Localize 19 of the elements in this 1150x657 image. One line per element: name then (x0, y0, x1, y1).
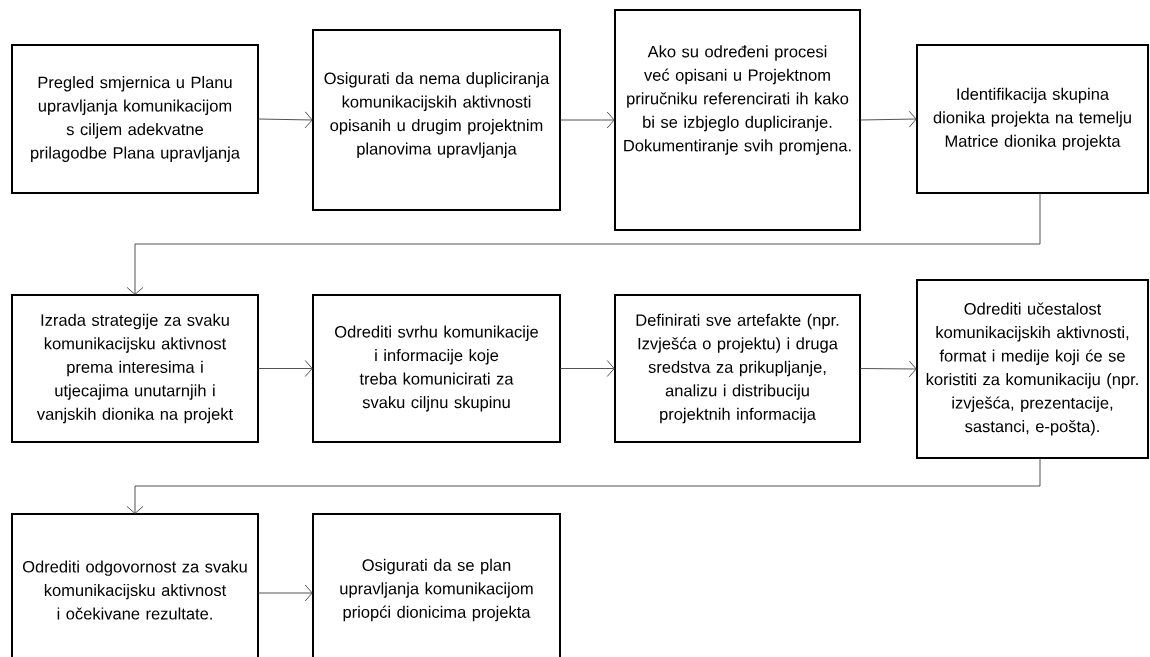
arrow (257, 360, 313, 377)
process-box: Identifikacija skupina dionika projekta na temelju Matrice dionika projekta (916, 44, 1149, 194)
process-box: Odrediti svrhu komunikacije i informacije koje treba komunicirati za svaku ciljnu skupinu (312, 294, 561, 443)
arrow (126, 457, 1041, 514)
arrow (559, 360, 615, 377)
arrow (126, 192, 1041, 295)
process-box: Osigurati da nema dupliciranja komunikacijskih aktivnosti opisanih u drugim projektnim planovima upravljanja (312, 29, 561, 211)
process-box: Ako su određeni procesi već opisani u Projektnom priručniku referencirati ih kako bi se izbjeglo dupliciranje. Dokumentiranje svih promjena. (614, 9, 861, 231)
arrow (859, 110, 917, 128)
arrow (559, 111, 615, 129)
process-box: Izrada strategije za svaku komunikacijsku aktivnost prema interesima i utjecajima unutarnjih i vanjskih dionika na projekt (11, 294, 259, 443)
arrow (257, 111, 313, 129)
process-box: Odrediti odgovornost za svaku komunikacijsku aktivnost i očekivane rezultate. (11, 513, 259, 657)
process-box: Odrediti učestalost komunikacijskih aktivnosti, format i medije koji će se koristiti za komunikaciju (npr. izvješća, prezentacije, sastanci, e-pošta). (916, 279, 1149, 459)
arrow (257, 584, 313, 602)
process-box: Osigurati da se plan upravljanja komunikacijom priopći dionicima projekta (312, 513, 561, 657)
process-box: Definirati sve artefakte (npr. Izvješća o projektu) i druga sredstva za prikupljanje, analizu i distribuciju projektnih informacija (614, 294, 861, 443)
process-box: Pregled smjernica u Planu upravljanja komunikacijom s ciljem adekvatne prilagodbe Plana upravljanja (11, 44, 259, 194)
arrow (859, 360, 917, 378)
